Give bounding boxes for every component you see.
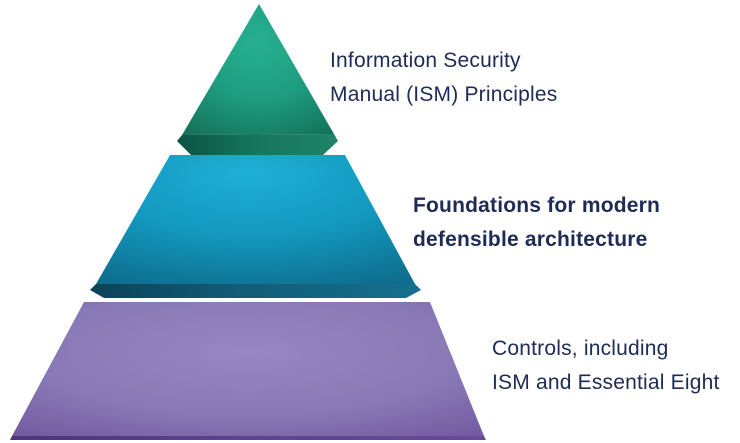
tier-top-label-line2: Manual (ISM) Principles [330,83,558,106]
tier-middle-face [96,155,415,284]
tier-bottom-face [12,302,484,436]
tier-bottom-label: Controls, including ISM and Essential Ei… [492,332,720,400]
tier-bottom-label-line1: Controls, including [492,337,669,360]
tier-middle-label-line2: defensible architecture [413,228,648,251]
tier-bottom-bevel [10,436,486,440]
tier-middle-label: Foundations for modern defensible archit… [413,189,660,257]
tier-top-shape [177,4,338,155]
tier-top-label: Information Security Manual (ISM) Princi… [330,44,558,112]
tier-top-label-line1: Information Security [330,49,521,72]
tier-top-face [182,4,334,135]
tier-middle-bevel [90,284,421,298]
tier-top-bevel [177,134,338,155]
tier-middle-shape [90,155,421,298]
tier-bottom-label-line2: ISM and Essential Eight [492,371,720,394]
tier-bottom-shape [10,302,486,440]
tier-middle-label-line1: Foundations for modern [413,194,661,217]
